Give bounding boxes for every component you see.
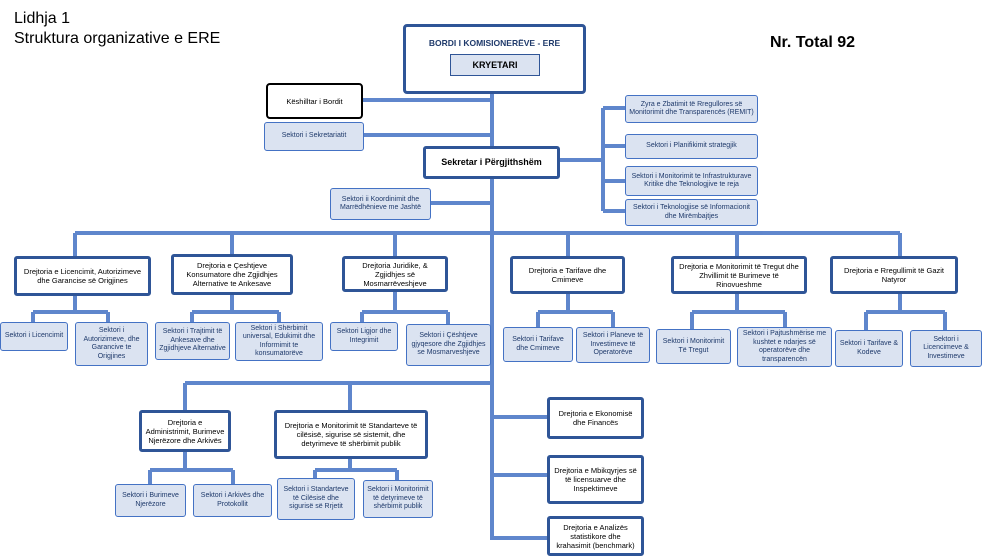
page-title: Struktura organizative e ERE [14, 30, 221, 47]
directorate-administration: Drejtoria e Administrimit, Burimeve Njer… [139, 410, 231, 452]
directorate-legal: Drejtoria Juridike, & Zgjidhjes së Mosma… [342, 256, 448, 292]
secretary-general: Sekretar i Përgjithshëm [423, 146, 560, 179]
directorate-consumer-affairs: Drejtoria e Çeshtjeve Konsumatore dhe Zg… [171, 254, 293, 295]
secretariat-sector: Sektori i Sekretariatit [264, 122, 364, 151]
sector-public-service: Sektori i Monitorimit të detyrimeve të s… [363, 480, 433, 518]
remit-office: Zyra e Zbatimit të Rregullores së Monito… [625, 95, 758, 123]
chair-box: KRYETARI [450, 54, 540, 76]
board-title: BORDI I KOMISIONERËVE - ERE [428, 38, 561, 48]
annex-label: Lidhja 1 [14, 10, 71, 27]
directorate-licensing: Drejtoria e Licencimit, Autorizimeve dhe… [14, 256, 151, 296]
directorate-quality-standards: Drejtoria e Monitorimit të Standarteve t… [274, 410, 428, 459]
directorate-finance: Drejtoria e Ekonomisë dhe Financës [547, 397, 644, 439]
sector-investment-plans: Sektori i Planeve të Investimeve të Oper… [576, 327, 650, 363]
sector-archive: Sektori i Arkivës dhe Protokollit [193, 484, 272, 517]
sector-legal: Sektori Ligjor dhe Integrimit [330, 322, 398, 351]
sector-authorizations: Sektori i Autorizimeve, dhe Garancive te… [75, 322, 148, 366]
sector-licensing: Sektori i Licencimit [0, 322, 68, 351]
coordination-sector: Sektori ii Koordinimit dhe Marrëdhënieve… [330, 188, 431, 220]
board-box: BORDI I KOMISIONERËVE - ERE KRYETARI [403, 24, 586, 94]
directorate-market-monitoring: Drejtoria e Monitorimit të Tregut dhe Zh… [671, 256, 807, 294]
sector-universal-service: Sektori i Shërbimit universal, Edukimit … [235, 322, 323, 361]
strategic-planning-sector: Sektori i Planifikimit strategjik [625, 134, 758, 159]
sector-market-monitoring: Sektori i Monitorimit Të Tregut [656, 329, 731, 364]
sector-unbundling: Sektori i Pajtushmërise me kushtet e nda… [737, 327, 832, 367]
directorate-tariffs: Drejtoria e Tarifave dhe Cmimeve [510, 256, 625, 294]
directorate-supervision: Drejtoria e Mbikqyrjes së të licensuarve… [547, 455, 644, 504]
sector-human-resources: Sektori i Burimeve Njerëzore [115, 484, 186, 517]
sector-quality-standards: Sektori i Standarteve të Cilësisë dhe si… [277, 478, 355, 520]
critical-infrastructure-sector: Sektori i Monitorimit te Infrastrukturav… [625, 166, 758, 196]
sector-gas-licensing: Sektori i Licencimeve & Investimeve [910, 330, 982, 367]
it-sector: Sektori i Teknologjise së Informacionit … [625, 199, 758, 226]
total-count: Nr. Total 92 [770, 34, 856, 51]
sector-tariffs: Sektori i Tarifave dhe Cmimeve [503, 327, 573, 362]
sector-disputes: Sektori i Çështjeve gjyqesore dhe Zgjidh… [406, 324, 491, 366]
directorate-statistics: Drejtoria e Analizës statistikore dhe kr… [547, 516, 644, 556]
directorate-natural-gas: Drejtoria e Rregullimit të Gazit Natyror [830, 256, 958, 294]
sector-complaints: Sektori i Trajtimit të Ankesave dhe Zgji… [155, 322, 230, 360]
sector-gas-tariffs: Sektori i Tarifave & Kodeve [835, 330, 903, 367]
board-advisor: Këshilltar i Bordit [266, 83, 363, 119]
